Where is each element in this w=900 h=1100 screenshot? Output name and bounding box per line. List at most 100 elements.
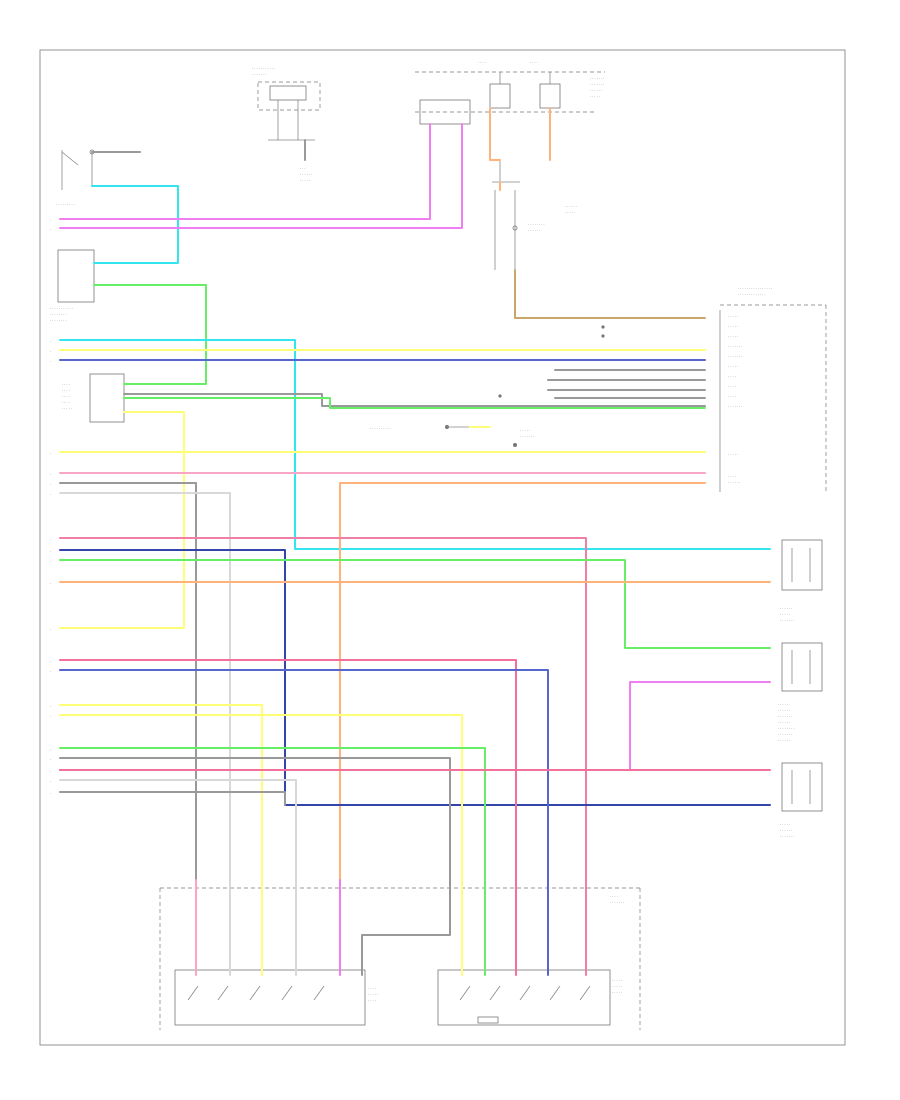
svg-text:· · · ·: · · · · — [530, 61, 538, 65]
svg-text:·: · — [50, 483, 51, 487]
svg-text:· · · · ·: · · · · · — [612, 985, 622, 989]
svg-text:· · · · · ·: · · · · · · — [728, 481, 740, 485]
fuse-block: · · · · · · · · · · · · · · · · · · · · … — [252, 67, 321, 183]
svg-text:·: · — [50, 550, 51, 554]
wire-pink-sensor-1 — [59, 537, 587, 881]
svg-text:·: · — [50, 792, 51, 796]
svg-text:· · · · · · · · · · ·: · · · · · · · · · · · — [50, 307, 73, 311]
svg-text:· · · ·: · · · · — [62, 383, 70, 387]
svg-text:·: · — [50, 660, 51, 664]
svg-text:·: · — [50, 780, 51, 784]
svg-text:· · · · · ·: · · · · · · — [590, 89, 602, 93]
wire-yellow-low-2 — [59, 714, 463, 881]
wire-light-gray-1 — [59, 492, 231, 881]
svg-text:· · · · · · · ·: · · · · · · · · — [50, 313, 67, 317]
svg-text:· · · ·: · · · · — [62, 401, 70, 405]
svg-text:· · · ·: · · · · — [368, 987, 376, 991]
svg-text:·: · — [50, 560, 51, 564]
svg-text:· · · ·: · · · · — [610, 895, 618, 899]
underhood-fuse-block: · · · · · · · · · · · · · · · · · · · · … — [415, 61, 605, 125]
svg-text:· · · · · · · · ·: · · · · · · · · · — [56, 203, 75, 207]
svg-text:· · · · · · ·: · · · · · · · — [778, 715, 792, 719]
svg-text:· · · ·: · · · · — [62, 395, 70, 399]
svg-text:· · · · ·: · · · · · — [300, 179, 310, 183]
wire-magenta-2 — [59, 123, 463, 229]
svg-text:· · · · ·: · · · · · — [728, 365, 738, 369]
svg-text:· · · · · · · · · · ·: · · · · · · · · · · · — [252, 67, 275, 71]
powertrain-control-module: · · · · · · · · · · · · · · · · · · · · … — [719, 287, 827, 492]
svg-text:·: · — [50, 360, 51, 364]
svg-text:· · · · ·: · · · · · — [728, 453, 738, 457]
input-speed-sensor: · · · · · · · · · · · · · · · · · · — [780, 539, 823, 623]
wire-green-pcm — [123, 397, 706, 409]
svg-text:· · · · · ·: · · · · · · — [528, 229, 540, 233]
svg-text:· · · ·: · · · · — [728, 375, 736, 379]
svg-text:· · · ·: · · · · — [728, 475, 736, 479]
relay: · · · · · · · · · · · · · · · · · · · · … — [492, 160, 577, 270]
wire-magenta-1 — [59, 123, 431, 220]
svg-text:· · · · · ·: · · · · · · — [778, 721, 790, 725]
svg-text:· · · ·: · · · · — [478, 61, 486, 65]
wires — [59, 107, 771, 976]
diagram-frame — [39, 49, 846, 1046]
svg-text:· · · · · ·: · · · · · · — [780, 829, 792, 833]
wire-yellow-low-1 — [59, 704, 263, 881]
automatic-transmission: · · · · · · · · · · · — [159, 887, 641, 1030]
wire-gray-low — [59, 757, 451, 976]
wire-gray-pcm-6 — [59, 482, 197, 881]
wire-cyan-top — [91, 185, 179, 264]
left-pin-markers: · · · · · · · · · · · · · · · · · · · · … — [50, 219, 51, 796]
svg-text:· · · · ·: · · · · · — [520, 429, 530, 433]
svg-text:· · · · ·: · · · · · — [780, 823, 790, 827]
svg-text:· · · · · · ·: · · · · · · · — [520, 435, 534, 439]
svg-text:· · · · · · · · · · · · ·: · · · · · · · · · · · · · — [738, 293, 766, 297]
wire-red-pink-1 — [59, 659, 517, 881]
wire-brown-relay — [514, 269, 706, 319]
svg-text:·: · — [50, 538, 51, 542]
wire-dark-blue-1 — [59, 549, 771, 806]
wire-orange-fuse-1 — [489, 107, 501, 161]
svg-text:· · · · · · ·: · · · · · · · — [590, 83, 604, 87]
fuse-holder: · · · · · · · · · · · · · · · · · · · · … — [370, 425, 534, 447]
svg-text:· · · ·: · · · · — [728, 385, 736, 389]
svg-text:· · · · · ·: · · · · · · — [780, 607, 792, 611]
svg-text:· · · ·: · · · · — [728, 395, 736, 399]
svg-text:· · · · ·: · · · · · — [565, 211, 575, 215]
wire-green-bcm — [93, 284, 207, 385]
svg-text:· · · · · · ·: · · · · · · · — [610, 901, 624, 905]
svg-text:· · · · ·: · · · · · — [612, 979, 622, 983]
wire-magenta-sensor — [59, 681, 771, 771]
ignition-switch: · · · · · · · · · — [56, 149, 140, 207]
connector-c1: · · · · · · · · · · · · · · · · · · · · … — [62, 373, 125, 423]
svg-text:·: · — [50, 748, 51, 752]
wire-gray-pcm-5 — [123, 393, 706, 407]
svg-text:·: · — [50, 670, 51, 674]
output-speed-sensor: · · · · · · · · · · · · · · · · · · — [780, 762, 823, 839]
svg-text:· · · · · · ·: · · · · · · · — [778, 733, 792, 737]
svg-text:· · · · ·: · · · · · — [590, 95, 600, 99]
svg-text:· · · · · · ·: · · · · · · · — [728, 345, 742, 349]
wire-green-low — [59, 747, 486, 881]
pcm-connector-dots — [498, 325, 605, 398]
turbine-speed-sensor: · · · · · · · · · · · · · · · · · · · · … — [778, 642, 823, 743]
svg-text:· · · ·: · · · · — [62, 389, 70, 393]
svg-text:· · · · · · · ·: · · · · · · · · — [778, 727, 795, 731]
svg-text:·: · — [50, 582, 51, 586]
svg-text:· · ·: · · · — [300, 167, 306, 171]
svg-text:· · · · ·: · · · · · — [612, 991, 622, 995]
wire-green-sensor — [59, 559, 771, 649]
wire-cyan-main — [59, 339, 771, 550]
svg-text:· · · · ·: · · · · · — [780, 613, 790, 617]
svg-text:· · · · · · ·: · · · · · · · — [590, 77, 604, 81]
svg-text:· · · · · ·: · · · · · · — [778, 709, 790, 713]
svg-text:· · · · ·: · · · · · — [728, 325, 738, 329]
wire-light-gray-2 — [59, 779, 297, 881]
svg-text:· · · · · · · · · · · · · · ·: · · · · · · · · · · · · · · · · — [738, 287, 772, 291]
svg-text:·: · — [50, 628, 51, 632]
svg-text:·: · — [50, 473, 51, 477]
svg-text:· · · · ·: · · · · · — [728, 335, 738, 339]
internal-mode-switch: · · · · · · · · · · · · · — [174, 969, 378, 1026]
svg-text:· · · · ·: · · · · · — [62, 407, 72, 411]
svg-text:· · · · · ·: · · · · · · — [778, 739, 790, 743]
svg-text:· · · · ·: · · · · · — [728, 315, 738, 319]
